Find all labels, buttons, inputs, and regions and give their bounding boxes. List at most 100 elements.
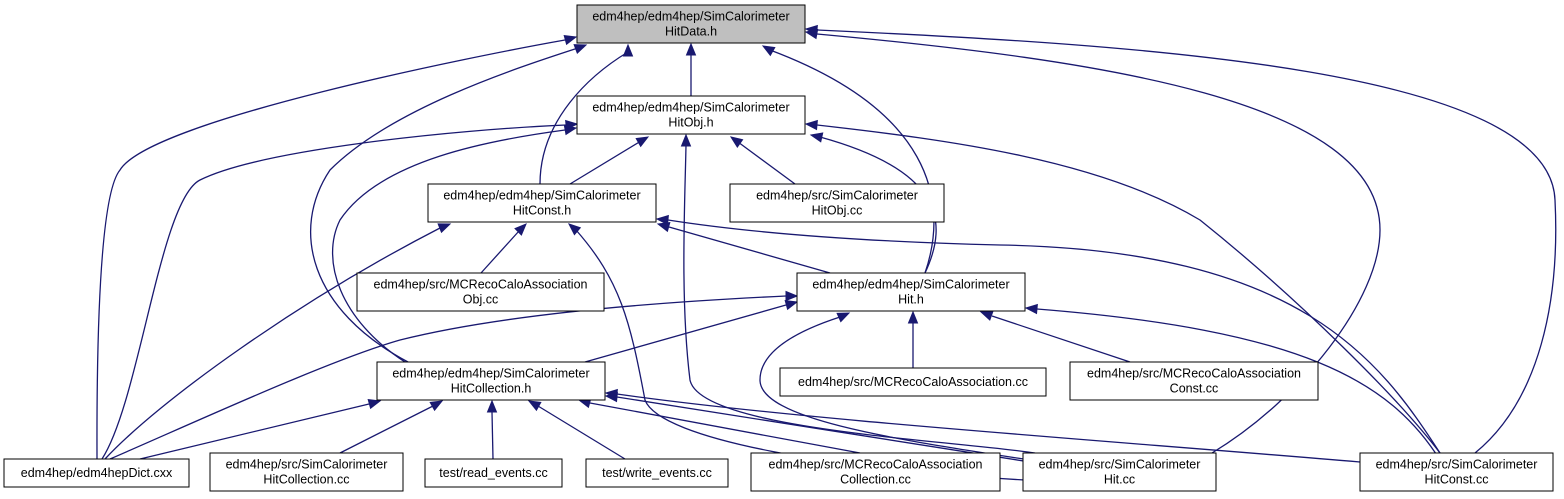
node-label-line: edm4hep/src/SimCalorimeter	[1039, 458, 1201, 472]
arrowhead	[486, 399, 498, 413]
node-label-line: Obj.cc	[463, 293, 498, 307]
edge-dict-to-hitconst_h	[104, 223, 452, 460]
node-label-line: Hit.cc	[1104, 473, 1135, 487]
node-read_events[interactable]: test/read_events.cc	[424, 458, 563, 488]
node-box	[1359, 452, 1554, 492]
edge-mcreco_obj-to-hitconst_h	[480, 223, 527, 274]
node-box	[1069, 361, 1319, 401]
edge-hitconst_h-to-hitdata	[539, 43, 634, 185]
nodes-layer: edm4hep/edm4hep/SimCalorimeterHitData.he…	[3, 4, 1554, 492]
node-label-line: edm4hep/edm4hepDict.cxx	[21, 466, 173, 480]
edge-line	[101, 124, 567, 460]
arrowhead	[567, 223, 582, 236]
edges-layer	[96, 24, 1557, 481]
edge-line	[491, 411, 494, 460]
node-box	[576, 95, 806, 135]
node-mcreco_assoc[interactable]: edm4hep/src/MCRecoCaloAssociation.cc	[779, 367, 1047, 397]
node-box	[3, 458, 190, 488]
edge-mcreco_const-to-hit_h	[979, 311, 1131, 363]
arrowhead	[573, 44, 588, 54]
edge-line	[816, 29, 1557, 454]
edge-line	[991, 315, 1131, 363]
node-mcreco_coll[interactable]: edm4hep/src/MCRecoCaloAssociationCollect…	[750, 452, 1001, 492]
edge-mcreco_coll-to-hitcoll_h	[577, 397, 861, 454]
edge-src_hitconst-to-hitobj_h	[804, 119, 1441, 454]
edge-hitcoll_h-to-hit_h	[584, 299, 799, 363]
edge-line	[683, 144, 1036, 454]
arrowhead	[680, 133, 692, 147]
edge-line	[480, 230, 520, 274]
arrowhead	[809, 132, 824, 143]
edge-src_hitconst-to-hitdata	[804, 24, 1557, 454]
arrowhead	[622, 43, 634, 57]
edge-read_events-to-hitcoll_h	[486, 399, 498, 460]
edge-src_hitconst-to-hitcoll_h	[604, 388, 1361, 463]
edge-dict-to-hitdata	[96, 34, 578, 460]
arrowhead	[604, 388, 618, 400]
edge-line	[816, 124, 1441, 454]
edge-src_hitcoll-to-hitcoll_h	[339, 400, 444, 454]
node-label-line: edm4hep/src/MCRecoCaloAssociation.cc	[798, 375, 1028, 389]
node-label-line: Hit.h	[898, 293, 924, 307]
edge-dict-to-hit_h	[109, 290, 799, 460]
edge-line	[109, 295, 787, 460]
edge-hitconst_h-to-hitobj_h	[569, 136, 650, 185]
edge-line	[759, 316, 1031, 461]
node-box	[796, 272, 1026, 312]
node-label-line: HitData.h	[665, 25, 717, 39]
arrowhead	[656, 221, 671, 233]
node-label-line: edm4hep/src/SimCalorimeter	[226, 458, 388, 472]
edge-line	[569, 140, 642, 185]
node-box	[427, 183, 657, 223]
node-label-line: test/read_events.cc	[439, 466, 547, 480]
node-write_events[interactable]: test/write_events.cc	[585, 458, 729, 488]
edge-line	[339, 405, 434, 454]
arrowhead	[514, 223, 527, 236]
node-mcreco_const[interactable]: edm4hep/src/MCRecoCaloAssociationConst.c…	[1069, 361, 1319, 401]
node-label-line: test/write_events.cc	[602, 466, 712, 480]
node-label-line: Collection.cc	[840, 473, 911, 487]
arrowhead	[784, 299, 799, 311]
node-label-line: edm4hep/src/SimCalorimeter	[1376, 458, 1538, 472]
arrowhead	[761, 45, 776, 57]
arrowhead	[1024, 303, 1038, 315]
arrowhead	[635, 136, 650, 148]
node-dict[interactable]: edm4hep/edm4hepDict.cxx	[3, 458, 190, 488]
node-label-line: HitCollection.h	[451, 382, 532, 396]
edge-line	[96, 39, 566, 460]
node-label-line: edm4hep/edm4hep/SimCalorimeter	[592, 10, 789, 24]
arrowhead	[437, 223, 452, 234]
edge-line	[616, 393, 1361, 463]
edge-line	[668, 226, 831, 274]
arrowhead	[785, 290, 799, 302]
edge-hitcoll_h-to-hitdata	[310, 44, 588, 363]
node-box	[356, 272, 605, 312]
arrowhead	[655, 214, 669, 226]
arrowhead	[804, 24, 818, 36]
node-label-line: HitObj.cc	[812, 204, 863, 218]
node-box	[1022, 452, 1217, 492]
node-src_hitcoll[interactable]: edm4hep/src/SimCalorimeterHitCollection.…	[209, 452, 404, 492]
node-box	[750, 452, 1001, 492]
node-label-line: Const.cc	[1170, 382, 1219, 396]
edge-line	[104, 227, 441, 460]
node-box	[576, 4, 806, 44]
node-label-line: HitCollection.cc	[263, 473, 349, 487]
edge-line	[584, 304, 787, 363]
node-box	[424, 458, 563, 488]
node-hitcoll_h[interactable]: edm4hep/edm4hep/SimCalorimeterHitCollect…	[376, 361, 606, 401]
node-box	[585, 458, 729, 488]
edge-src_hitconst-to-hitconst_h	[655, 214, 1441, 454]
node-label-line: edm4hep/edm4hep/SimCalorimeter	[392, 367, 589, 381]
node-label-line: edm4hep/edm4hep/SimCalorimeter	[443, 189, 640, 203]
edge-write_events-to-hitcoll_h	[527, 400, 626, 460]
